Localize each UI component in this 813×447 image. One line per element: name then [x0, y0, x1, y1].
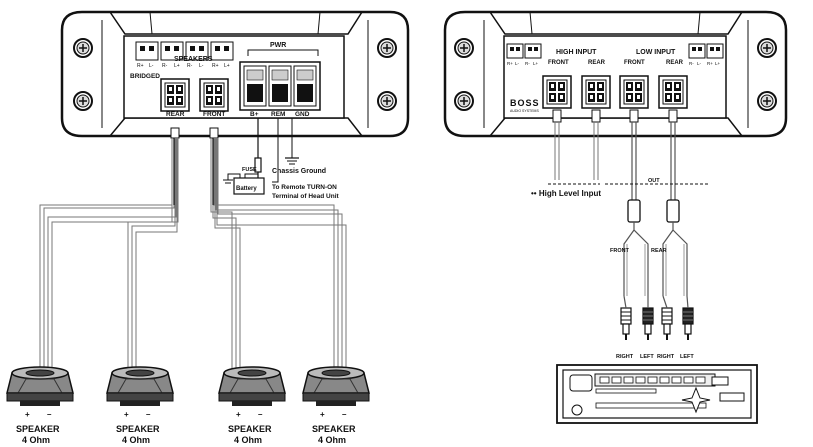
screw-icon	[757, 91, 777, 111]
front-speaker-connector	[199, 78, 229, 112]
bridged-term: L+	[174, 63, 180, 69]
speaker-label: SPEAKER	[312, 424, 356, 434]
bridged-label: BRIDGED	[130, 73, 160, 80]
svg-text:L-: L-	[515, 61, 520, 66]
rear-speaker-connector	[160, 78, 190, 112]
svg-text:R+: R+	[707, 61, 713, 66]
screw-icon	[454, 38, 474, 58]
left-wiring	[39, 118, 347, 380]
speaker-label: SPEAKER	[16, 424, 60, 434]
low-front-label: FRONT	[624, 60, 645, 66]
rca-left-label: LEFT	[640, 354, 654, 360]
chassis-ground-label: Chassis Ground	[272, 168, 326, 175]
bridged-term: R-	[187, 63, 193, 69]
rca-rear-label: REAR	[651, 248, 667, 254]
high-level-input-label: •• High Level Input	[531, 189, 601, 198]
speaker-ohm: 4 Ohm	[234, 435, 262, 445]
rca-plug-icon	[642, 307, 654, 341]
low-front-connector	[619, 75, 649, 109]
speaker-ohm: 4 Ohm	[22, 435, 50, 445]
high-front-connector	[542, 75, 572, 109]
svg-text:–: –	[47, 410, 52, 419]
screw-icon	[377, 91, 397, 111]
bridged-term: L+	[224, 63, 230, 69]
battery-label: Battery	[236, 186, 257, 192]
high-input-label: HIGH INPUT	[556, 49, 597, 56]
svg-text:–: –	[146, 410, 151, 419]
boss-logo-sub: AUDIO SYSTEMS	[510, 109, 539, 113]
svg-text:R-: R-	[525, 61, 530, 66]
speaker-ohm: 4 Ohm	[122, 435, 150, 445]
rca-plug-icon	[661, 307, 673, 341]
svg-text:+: +	[124, 410, 129, 419]
port-bplus-label: B+	[250, 111, 259, 118]
rca-front-label: FRONT	[610, 248, 630, 254]
rca-left-label: LEFT	[680, 354, 694, 360]
svg-text:L-: L-	[697, 61, 702, 66]
bridged-term: L-	[149, 63, 154, 69]
boss-logo: BOSS	[510, 98, 540, 108]
screw-icon	[757, 38, 777, 58]
svg-text:+: +	[25, 410, 30, 419]
high-rear-connector	[581, 75, 611, 109]
speaker-ohm: 4 Ohm	[318, 435, 346, 445]
bridged-term: R-	[162, 63, 168, 69]
speaker-label: SPEAKER	[116, 424, 160, 434]
screw-icon	[73, 91, 93, 111]
svg-text:R+: R+	[507, 61, 513, 66]
rca-right-label: RIGHT	[657, 354, 675, 360]
svg-text:R-: R-	[689, 61, 694, 66]
speaker-1: + – SPEAKER 4 Ohm	[6, 366, 74, 445]
svg-text:+: +	[320, 410, 325, 419]
right-amplifier: R+ L- R- L+ R- L- R+ L+ HIGH INPUT LOW I…	[443, 10, 788, 138]
svg-text:L+: L+	[715, 61, 721, 66]
svg-text:–: –	[258, 410, 263, 419]
port-rear-label: REAR	[166, 111, 185, 118]
speaker-3: + – SPEAKER 4 Ohm	[218, 366, 286, 445]
low-input-label: LOW INPUT	[636, 49, 676, 56]
bridged-term: R+	[212, 63, 219, 69]
port-gnd-label: GND	[295, 111, 310, 118]
rca-plug-icon	[620, 307, 632, 341]
fuse-label: FUSE	[242, 167, 257, 173]
svg-text:+: +	[236, 410, 241, 419]
head-unit	[556, 364, 758, 424]
high-front-label: FRONT	[548, 60, 569, 66]
svg-text:–: –	[342, 410, 347, 419]
screw-icon	[377, 38, 397, 58]
right-wiring	[548, 109, 710, 296]
left-amplifier: R+ L- R- L+ R- L- R+ L+ BRIDGED SPEAKERS…	[60, 10, 410, 138]
rca-plug-icon	[682, 307, 694, 341]
speakers-label: SPEAKERS	[174, 56, 213, 63]
port-rem-label: REM	[271, 111, 285, 118]
pwr-label: PWR	[270, 42, 286, 49]
svg-text:L+: L+	[533, 61, 539, 66]
bridged-term: L-	[199, 63, 204, 69]
speaker-2: + – SPEAKER 4 Ohm	[106, 366, 174, 445]
screw-icon	[73, 38, 93, 58]
screw-icon	[454, 91, 474, 111]
out-label: OUT	[648, 178, 660, 184]
bridged-term: R+	[137, 63, 144, 69]
rca-right-label: RIGHT	[616, 354, 634, 360]
remote-line1: To Remote TURN-ON	[272, 184, 337, 191]
low-rear-label: REAR	[666, 60, 684, 66]
speaker-4: + – SPEAKER 4 Ohm	[302, 366, 370, 445]
speaker-label: SPEAKER	[228, 424, 272, 434]
low-rear-connector	[658, 75, 688, 109]
high-rear-label: REAR	[588, 60, 606, 66]
remote-line2: Terminal of Head Unit	[272, 193, 340, 200]
port-front-label: FRONT	[203, 111, 225, 118]
